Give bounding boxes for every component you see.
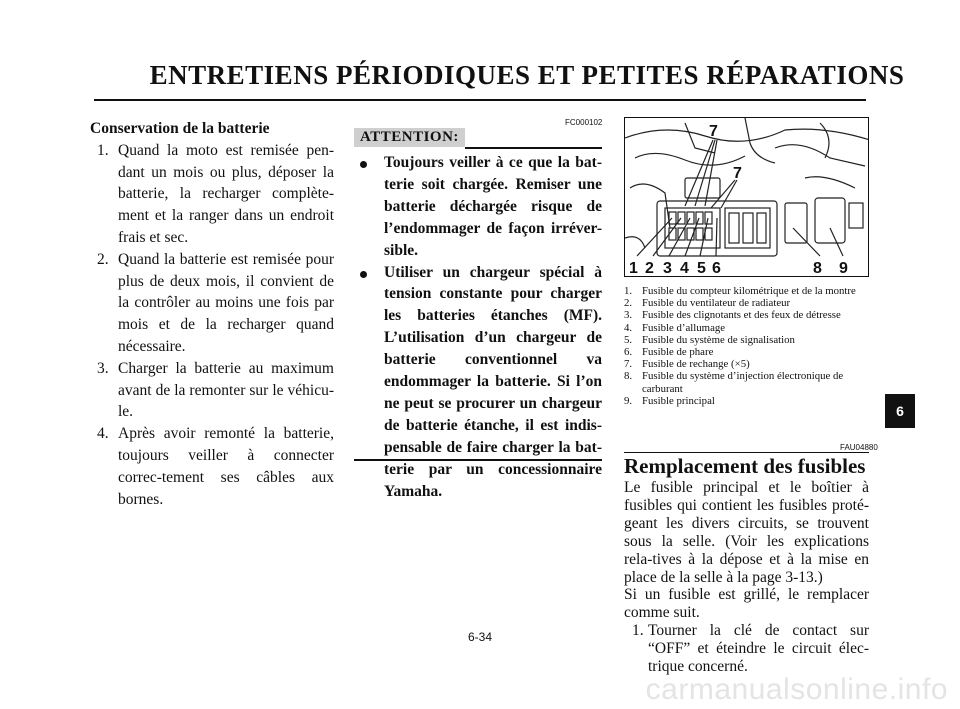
page-number: 6-34 <box>0 630 960 644</box>
callout-7-mid: 7 <box>733 165 742 182</box>
callout-4: 4 <box>680 260 689 277</box>
legend-item: 2. Fusible du ventilateur de radiateur <box>624 297 874 309</box>
list-item: 2. Quand la batterie est remisée pour plu… <box>90 249 334 358</box>
legend-text: Fusible du système d’injection électroni… <box>642 370 844 395</box>
legend-number: 6. <box>624 346 633 359</box>
item-number: 2. <box>97 250 109 268</box>
bullet-text-end: Yamaha. <box>384 482 443 500</box>
fuses-section-body: Le fusible principal et le boîtier à fus… <box>624 479 869 676</box>
legend-text: Fusible de phare <box>642 346 714 359</box>
header-rule <box>94 99 866 101</box>
legend-text: Fusible de rechange (×5) <box>642 358 750 371</box>
legend-item: 5. Fusible du système de signalisation <box>624 334 874 346</box>
legend-item: 8. Fusible du système d’injection électro… <box>624 370 874 394</box>
legend-text: Fusible principal <box>642 394 715 407</box>
legend-number: 1. <box>624 285 633 297</box>
legend-number: 8. <box>624 370 633 383</box>
attention-code: FC000102 <box>565 118 603 127</box>
item-number: 1. <box>97 141 109 159</box>
legend-item: 9. Fusible principal <box>624 395 874 407</box>
legend-number: 3. <box>624 309 633 322</box>
fuses-step-1: 1. Tourner la clé de contact sur “OFF” e… <box>624 622 869 676</box>
fuses-paragraph-2: Si un fusible est grillé, le remplacer c… <box>624 586 869 622</box>
item-text: Charger la batterie au maximum avant de … <box>118 359 334 421</box>
step-number: 1. <box>632 622 644 640</box>
callout-1: 1 <box>629 260 638 277</box>
figure-legend: 1. Fusible du compteur kilométrique et de… <box>624 285 874 407</box>
attention-label: ATTENTION: <box>354 128 465 147</box>
legend-text: Fusible du ventilateur de radiateur <box>642 297 791 310</box>
attention-bullet: Utiliser un chargeur spécial à tension c… <box>354 262 602 503</box>
bullet-text-end: sible. <box>384 241 419 259</box>
bullet-text: Toujours veiller à ce que la bat-terie s… <box>384 154 602 237</box>
callout-6: 6 <box>712 260 721 277</box>
fuses-section-code: FAU04880 <box>840 443 878 452</box>
attention-top-rule <box>465 147 602 149</box>
fuse-box-figure: 1 2 3 4 5 6 7 7 8 9 <box>624 117 869 277</box>
fuses-section-heading: Remplacement des fusibles <box>624 454 866 478</box>
attention-bullet: Toujours veiller à ce que la bat-terie s… <box>354 152 602 262</box>
legend-text: Fusible des clignotants et des feux de d… <box>642 309 841 322</box>
attention-body: Toujours veiller à ce que la bat-terie s… <box>354 152 602 503</box>
attention-header: ATTENTION: <box>354 128 602 149</box>
legend-item: 3. Fusible des clignotants et des feux de… <box>624 309 874 321</box>
legend-number: 7. <box>624 358 633 371</box>
page-header-title: ENTRETIENS PÉRIODIQUES ET PETITES RÉPARA… <box>149 60 905 90</box>
legend-number: 9. <box>624 394 633 407</box>
callout-9: 9 <box>839 260 848 277</box>
step-text: Tourner la clé de contact sur “OFF” et é… <box>648 622 869 676</box>
legend-item: 4. Fusible d’allumage <box>624 322 874 334</box>
legend-number: 2. <box>624 297 633 310</box>
callout-3: 3 <box>663 260 672 277</box>
list-item: 1. Quand la moto est remisée pen-dant un … <box>90 140 334 249</box>
legend-text: Fusible du système de signalisation <box>642 333 795 346</box>
legend-item: 7. Fusible de rechange (×5) <box>624 358 874 370</box>
item-text: Quand la moto est remisée pen-dant un mo… <box>118 141 334 246</box>
battery-storage-heading: Conservation de la batterie <box>90 120 270 137</box>
item-number: 3. <box>97 359 109 377</box>
legend-text: Fusible du compteur kilométrique et de l… <box>642 285 856 297</box>
callout-7-top: 7 <box>709 123 718 140</box>
item-text: Après avoir remonté la batterie, toujour… <box>118 425 334 508</box>
bullet-dot <box>360 161 367 168</box>
fuse-box-illustration: 1 2 3 4 5 6 7 7 8 9 <box>625 118 868 277</box>
callout-8: 8 <box>813 260 822 277</box>
callout-5: 5 <box>697 260 706 277</box>
watermark: carmanualsonline.info <box>645 673 948 706</box>
attention-bottom-rule <box>354 459 602 461</box>
chapter-tab: 6 <box>885 394 915 428</box>
item-text: Quand la batterie est remisée pour plus … <box>118 250 334 355</box>
list-item: 4. Après avoir remonté la batterie, toujo… <box>90 423 334 510</box>
legend-number: 4. <box>624 321 633 334</box>
bullet-dot <box>360 270 367 278</box>
fuses-section-rule <box>624 452 869 453</box>
callout-2: 2 <box>645 260 654 277</box>
legend-item: 6. Fusible de phare <box>624 346 874 358</box>
legend-text: Fusible d’allumage <box>642 321 726 334</box>
bullet-text: Utiliser un chargeur spécial à tension c… <box>384 263 602 478</box>
list-item: 3. Charger la batterie au maximum avant d… <box>90 358 334 423</box>
legend-item: 1. Fusible du compteur kilométrique et de… <box>624 285 874 297</box>
legend-number: 5. <box>624 333 633 346</box>
battery-storage-section: Conservation de la batterie 1. Quand la m… <box>90 118 334 510</box>
page-number-text: 6-34 <box>467 630 493 644</box>
item-number: 4. <box>97 425 109 443</box>
battery-storage-list: 1. Quand la moto est remisée pen-dant un … <box>90 140 334 511</box>
fuses-paragraph-1: Le fusible principal et le boîtier à fus… <box>624 479 869 586</box>
